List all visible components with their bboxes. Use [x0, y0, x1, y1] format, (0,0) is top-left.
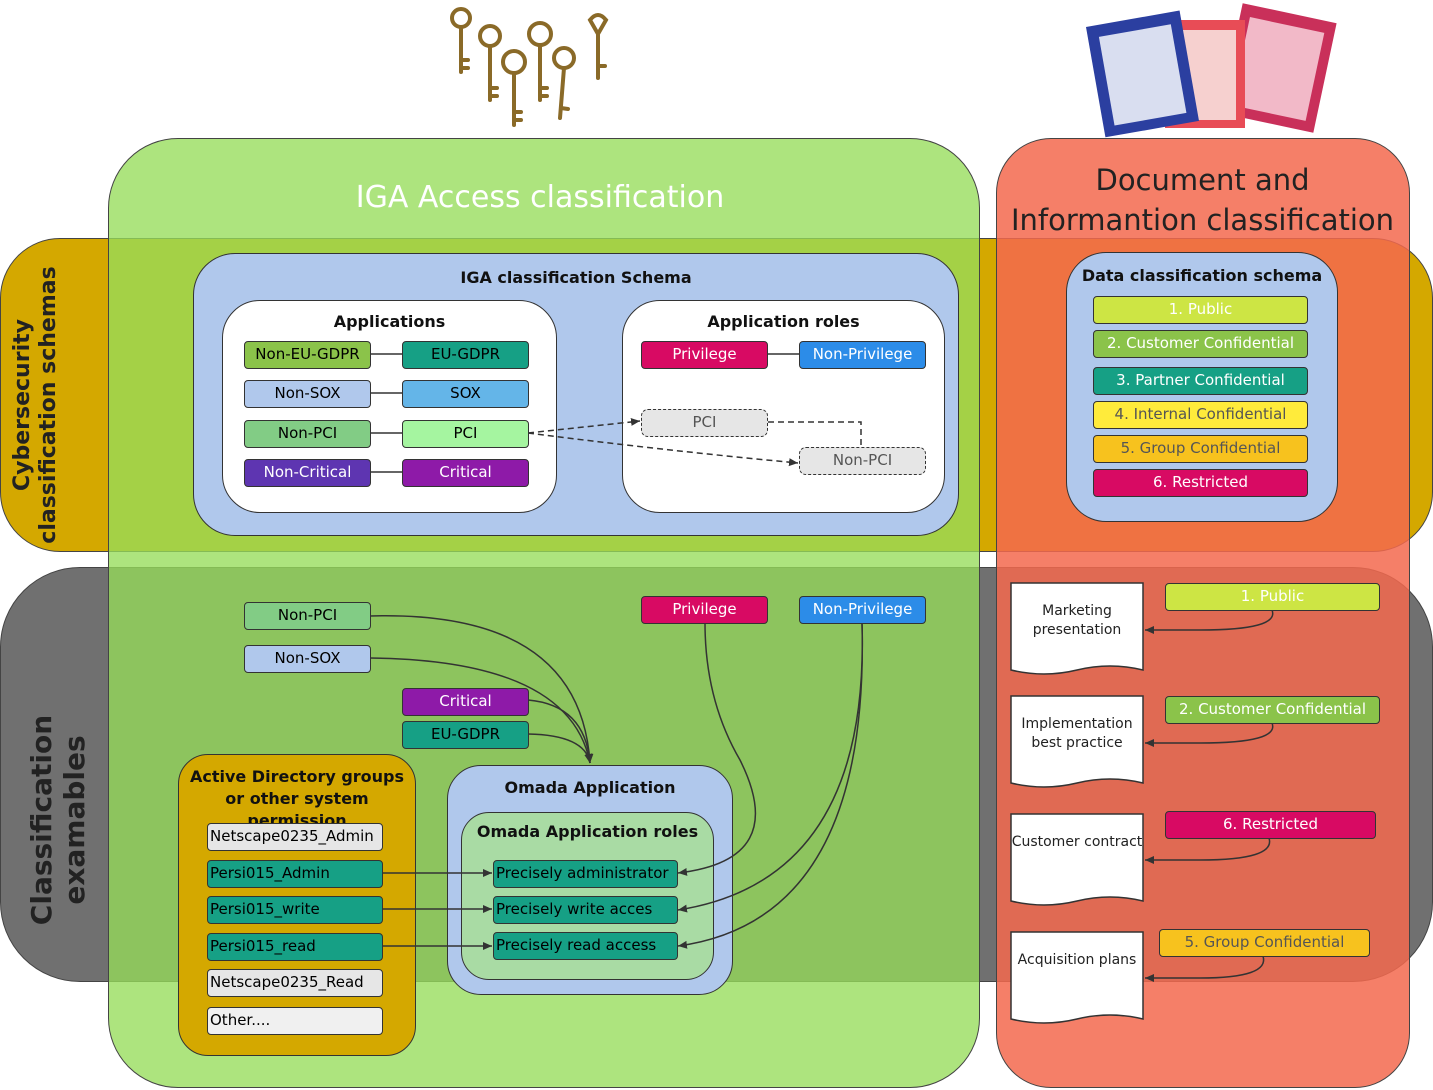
- doc-title: Document and Informantion classification: [1010, 163, 1395, 237]
- omada-role-admin[interactable]: Precisely administrator: [493, 860, 678, 888]
- example-tag-privilege[interactable]: Privilege: [641, 596, 768, 624]
- applications-title: Applications: [333, 312, 446, 331]
- doc-label: Acquisition plans: [1017, 952, 1137, 968]
- example-tag-non-pci[interactable]: Non-PCI: [244, 602, 371, 630]
- doc-tag-customer[interactable]: 2. Customer Confidential: [1165, 696, 1380, 724]
- omada-role-read[interactable]: Precisely read access: [493, 932, 678, 960]
- role-non-privilege[interactable]: Non-Privilege: [799, 341, 926, 369]
- doc-label: Customer contract: [1011, 834, 1143, 850]
- doc-tag-public[interactable]: 1. Public: [1165, 583, 1380, 611]
- app-non-eu-gdpr[interactable]: Non-EU-GDPR: [244, 341, 371, 369]
- doc-label: Marketing presentation: [1032, 603, 1122, 638]
- omada-role-write[interactable]: Precisely write acces: [493, 896, 678, 924]
- data-level-restricted[interactable]: 6. Restricted: [1093, 469, 1308, 497]
- data-level-customer[interactable]: 2. Customer Confidential: [1093, 330, 1308, 358]
- iga-title: IGA Access classification: [355, 180, 725, 215]
- cyber-band-label: Cybersecurity classification schemas: [10, 266, 61, 544]
- document-shape-icon: [1010, 931, 1144, 1024]
- app-sox[interactable]: SOX: [402, 380, 529, 408]
- role-pci[interactable]: PCI: [641, 409, 768, 437]
- app-pci[interactable]: PCI: [402, 420, 529, 448]
- document-shape-icon: [1010, 813, 1144, 906]
- doc-customer-contract[interactable]: Customer contract: [1010, 813, 1144, 911]
- app-critical[interactable]: Critical: [402, 459, 529, 487]
- app-non-sox[interactable]: Non-SOX: [244, 380, 371, 408]
- roles-title: Application roles: [707, 312, 860, 331]
- role-non-pci[interactable]: Non-PCI: [799, 447, 926, 475]
- doc-tag-restricted[interactable]: 6. Restricted: [1165, 811, 1376, 839]
- iga-schema-title: IGA classification Schema: [460, 268, 692, 287]
- app-non-critical[interactable]: Non-Critical: [244, 459, 371, 487]
- doc-tag-group[interactable]: 5. Group Confidential: [1159, 929, 1370, 957]
- doc-acquisition[interactable]: Acquisition plans: [1010, 931, 1144, 1029]
- ad-groups-title: Active Directory groups or other system …: [189, 767, 405, 830]
- app-non-pci[interactable]: Non-PCI: [244, 420, 371, 448]
- examples-band-label: Classification examables: [25, 714, 91, 926]
- document-shape-icon: [1010, 695, 1144, 788]
- document-shape-icon: [1010, 582, 1144, 675]
- app-eu-gdpr[interactable]: EU-GDPR: [402, 341, 529, 369]
- ad-item[interactable]: Persi015_write: [207, 896, 383, 924]
- omada-app-title: Omada Application: [504, 778, 676, 797]
- ad-item[interactable]: Netscape0235_Admin: [207, 823, 383, 851]
- data-level-internal[interactable]: 4. Internal Confidential: [1093, 401, 1308, 429]
- doc-label: Implementation best practice: [1021, 716, 1133, 751]
- doc-implementation[interactable]: Implementation best practice: [1010, 695, 1144, 793]
- example-tag-eu-gdpr[interactable]: EU-GDPR: [402, 721, 529, 749]
- ad-item[interactable]: Other....: [207, 1007, 383, 1035]
- example-tag-critical[interactable]: Critical: [402, 688, 529, 716]
- roles-box: [622, 300, 945, 513]
- ad-item[interactable]: Netscape0235_Read: [207, 969, 383, 997]
- data-level-group[interactable]: 5. Group Confidential: [1093, 435, 1308, 463]
- ad-item[interactable]: Persi015_read: [207, 933, 383, 961]
- data-level-partner[interactable]: 3. Partner Confidential: [1093, 367, 1308, 395]
- doc-marketing[interactable]: Marketing presentation: [1010, 582, 1144, 680]
- role-privilege[interactable]: Privilege: [641, 341, 768, 369]
- omada-roles-title: Omada Application roles: [476, 822, 699, 841]
- data-level-public[interactable]: 1. Public: [1093, 296, 1308, 324]
- example-tag-non-privilege[interactable]: Non-Privilege: [799, 596, 926, 624]
- example-tag-non-sox[interactable]: Non-SOX: [244, 645, 371, 673]
- data-schema-title: Data classification schema: [1081, 266, 1323, 285]
- ad-item[interactable]: Persi015_Admin: [207, 860, 383, 888]
